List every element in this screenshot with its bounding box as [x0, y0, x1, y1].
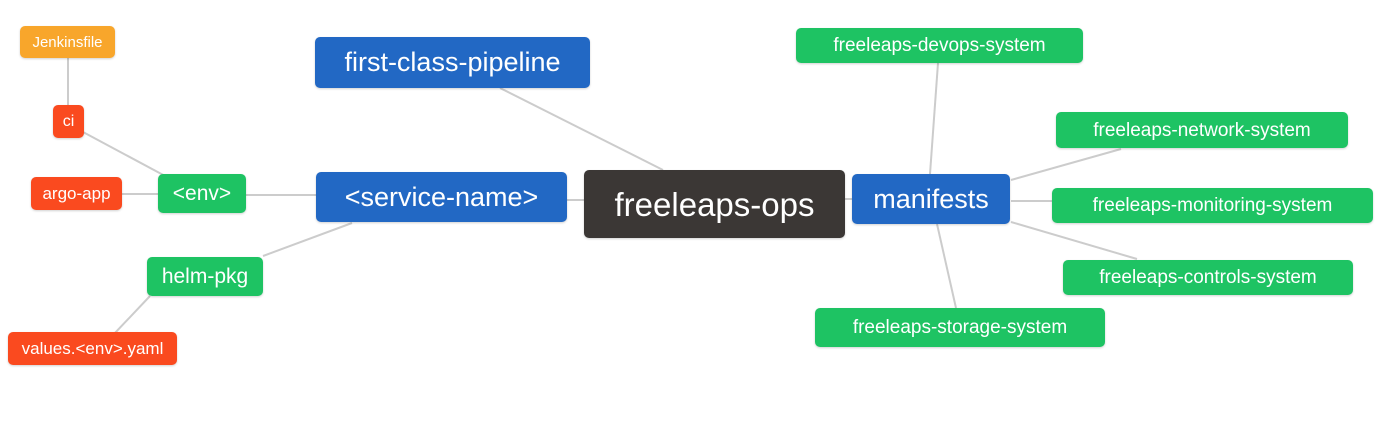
node-controls-system[interactable]: freeleaps-controls-system	[1063, 260, 1353, 295]
node-storage-system[interactable]: freeleaps-storage-system	[815, 308, 1105, 347]
node-devops-system[interactable]: freeleaps-devops-system	[796, 28, 1083, 63]
edge-first-class-pipeline-to-freeleaps-ops	[499, 87, 664, 171]
node-env[interactable]: <env>	[158, 174, 246, 213]
node-ci[interactable]: ci	[53, 105, 84, 138]
node-network-system[interactable]: freeleaps-network-system	[1056, 112, 1348, 148]
node-freeleaps-ops[interactable]: freeleaps-ops	[584, 170, 845, 238]
node-values-env-yaml[interactable]: values.<env>.yaml	[8, 332, 177, 365]
node-service-name[interactable]: <service-name>	[316, 172, 567, 222]
node-argo-app[interactable]: argo-app	[31, 177, 122, 210]
node-manifests[interactable]: manifests	[852, 174, 1010, 224]
edge-manifests-to-controls-system	[1010, 221, 1138, 260]
node-first-class-pipeline[interactable]: first-class-pipeline	[315, 37, 590, 88]
node-helm-pkg[interactable]: helm-pkg	[147, 257, 263, 296]
node-monitoring-system[interactable]: freeleaps-monitoring-system	[1052, 188, 1373, 223]
edge-manifests-to-network-system	[1010, 148, 1122, 181]
edge-ci-to-env	[82, 131, 168, 178]
node-jenkinsfile[interactable]: Jenkinsfile	[20, 26, 115, 58]
edge-helm-pkg-to-service-name	[262, 222, 353, 257]
edge-manifests-to-storage-system	[936, 223, 957, 309]
edge-values-env-yaml-to-helm-pkg	[113, 295, 151, 335]
edge-manifests-to-devops-system	[929, 62, 939, 175]
